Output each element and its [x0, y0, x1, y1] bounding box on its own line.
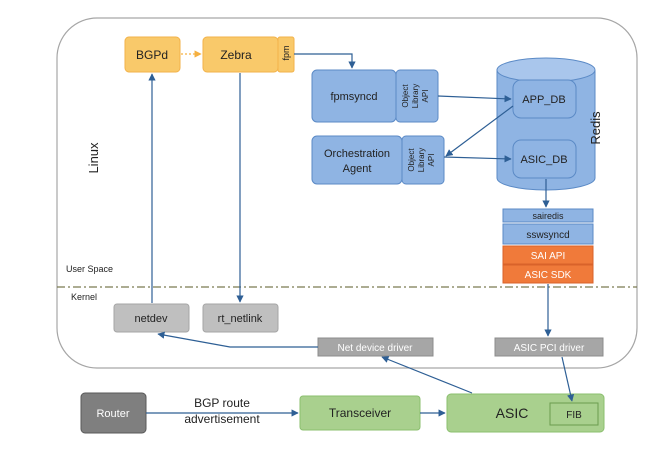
sswsyncd-box — [502, 223, 594, 245]
rt-netlink-label: rt_netlink — [218, 313, 263, 325]
arrow-api-appdb — [437, 95, 512, 103]
svg-text:Object: Object — [401, 84, 410, 108]
app-db-label: APP_DB — [522, 94, 565, 106]
fib-label: FIB — [566, 410, 582, 421]
arrow-netdriver-netdev — [157, 331, 318, 348]
rt-netlink-box — [202, 303, 279, 333]
fpmsyncd-object-api-text: Object Library API — [401, 84, 430, 109]
orchagent-label-1: Orchestration — [324, 148, 390, 160]
router-label: Router — [96, 408, 129, 420]
flow-arrows — [146, 53, 575, 417]
sswsyncd-label: sswsyncd — [526, 230, 569, 241]
transceiver-label: Transceiver — [329, 406, 391, 420]
arrow-fpm-fpmsyncd — [294, 53, 356, 69]
svg-text:Library: Library — [417, 148, 426, 172]
fpm-label: fpm — [281, 45, 291, 60]
netdev-box — [113, 303, 190, 333]
user-space-label: User Space — [66, 264, 113, 274]
arrow-orch-asicdb — [443, 155, 512, 163]
asic-db-label: ASIC_DB — [520, 154, 567, 166]
orchagent-object-api-text: Object Library API — [407, 148, 436, 173]
asic-sdk-label: ASIC SDK — [525, 270, 572, 281]
bgpd-box — [124, 36, 181, 73]
linux-label: Linux — [86, 142, 101, 174]
orchagent-object-api — [401, 135, 445, 185]
svg-text:API: API — [421, 90, 430, 103]
sai-api-box — [502, 245, 594, 265]
asic-sdk-box — [502, 264, 594, 284]
asic-db-box — [512, 139, 577, 179]
bgp-route-label-1: BGP route — [194, 396, 250, 410]
arrow-pcidriver-fib — [561, 356, 575, 402]
fib-box — [549, 402, 599, 426]
asic-label: ASIC — [496, 405, 529, 421]
sairedis-label: sairedis — [532, 211, 564, 221]
svg-text:Object: Object — [407, 148, 416, 172]
sai-api-label: SAI API — [531, 251, 565, 262]
orchagent-label-2: Agent — [343, 163, 372, 175]
bgpd-label: BGPd — [136, 48, 168, 62]
svg-text:Library: Library — [411, 84, 420, 108]
asic-pci-driver-box — [494, 337, 604, 357]
orchagent-box — [311, 135, 403, 185]
fpmsyncd-label: fpmsyncd — [330, 91, 377, 103]
app-db-box — [512, 79, 577, 119]
linux-container — [56, 17, 638, 369]
svg-text:API: API — [427, 154, 436, 167]
arrow-appdb-orch — [445, 105, 514, 157]
redis-label: Redis — [588, 111, 603, 145]
netdev-label: netdev — [134, 313, 168, 325]
asic-pci-driver-label: ASIC PCI driver — [514, 343, 585, 354]
zebra-label: Zebra — [220, 48, 252, 62]
sairedis-box — [502, 208, 594, 223]
arrow-asic-netdriver — [381, 356, 473, 394]
net-device-driver-label: Net device driver — [337, 343, 413, 354]
kernel-label: Kernel — [71, 292, 97, 302]
bgp-route-label-2: advertisement — [184, 412, 260, 426]
